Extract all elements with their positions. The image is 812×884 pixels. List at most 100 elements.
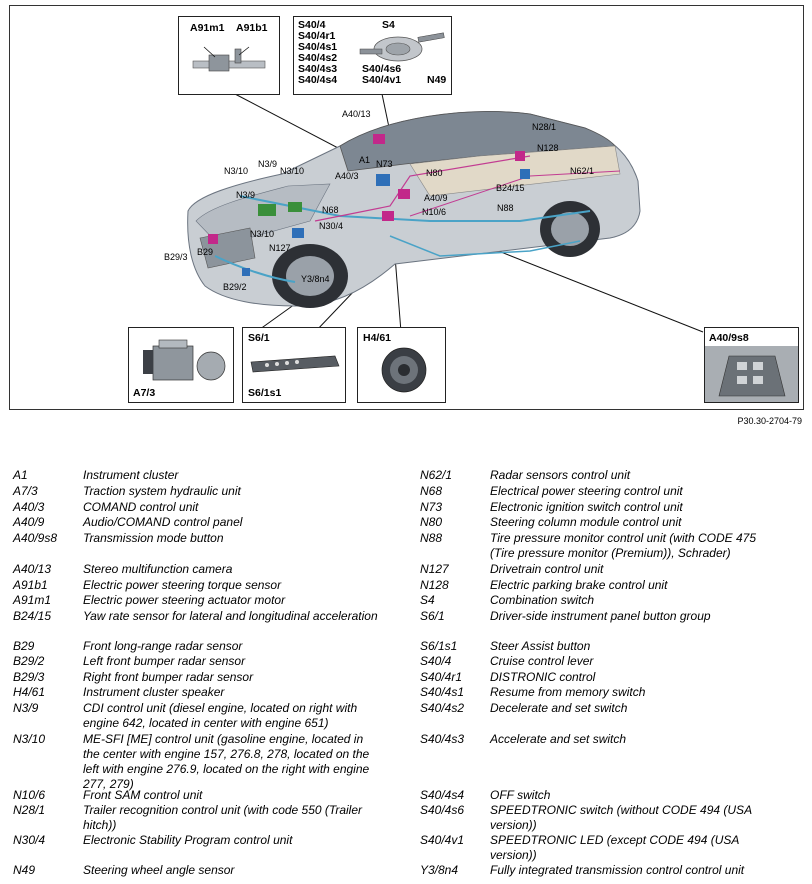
legend-description: Instrument cluster — [83, 468, 179, 482]
legend-description: Steering column module control unit — [490, 515, 682, 529]
car-label: N3/9 — [236, 190, 255, 200]
legend-code: N128 — [420, 578, 449, 592]
car-label: Y3/8n4 — [301, 274, 330, 284]
callout-label: S40/4r1 — [298, 30, 336, 42]
callout-label: H4/61 — [363, 332, 392, 344]
callout-label: S40/4s4 — [298, 74, 338, 86]
legend-code: A40/3 — [13, 500, 45, 514]
car-label: A40/3 — [335, 171, 359, 181]
legend-code: N28/1 — [13, 803, 46, 817]
figure-reference: P30.30-2704-79 — [737, 416, 802, 426]
car-label: N128 — [537, 143, 559, 153]
legend-code: A40/9 — [13, 515, 45, 529]
car-label: N62/1 — [570, 166, 594, 176]
legend-code: S40/4 — [420, 654, 452, 668]
legend-code: A40/9s8 — [13, 531, 58, 545]
legend-description: Accelerate and set switch — [490, 732, 627, 746]
legend-description: Traction system hydraulic unit — [83, 484, 241, 498]
legend-code: S40/4s6 — [420, 803, 465, 817]
callout-label: S40/4s3 — [298, 63, 338, 75]
legend-code: N3/10 — [13, 732, 46, 746]
legend-description: Trailer recognition control unit (with c… — [83, 803, 363, 832]
legend-description: SPEEDTRONIC LED (except CODE 494 (USA ve… — [490, 833, 739, 862]
callout-label: S40/4v1 — [362, 74, 402, 86]
car-label: N80 — [426, 168, 443, 178]
legend-description: Cruise control lever — [490, 654, 594, 668]
legend-code: N10/6 — [13, 788, 46, 802]
legend-code: N49 — [13, 863, 36, 877]
callout-steering-rack: A91m1 A91b1 — [178, 16, 280, 95]
legend-code: A40/13 — [13, 562, 52, 576]
car-label: N127 — [269, 243, 291, 253]
callout-label: S40/4s1 — [298, 41, 338, 53]
car-label: N28/1 — [532, 122, 556, 132]
legend-code: A1 — [13, 468, 28, 482]
car-illustration: A40/13 N28/1 N128 A1 N73 N3/9 A40/3 N62/… — [164, 93, 704, 333]
callout-label: S4 — [382, 19, 395, 31]
legend-description: SPEEDTRONIC switch (without CODE 494 (US… — [490, 803, 752, 832]
legend-code: S40/4r1 — [420, 670, 463, 684]
legend-description: Instrument cluster speaker — [83, 685, 225, 699]
legend-code: N80 — [420, 515, 443, 529]
legend-description: ME-SFI [ME] control unit (gasoline engin… — [83, 732, 370, 791]
legend-description: Steering wheel angle sensor — [83, 863, 235, 877]
legend-description: Front SAM control unit — [83, 788, 203, 802]
legend-code: S40/4s1 — [420, 685, 465, 699]
callout-label: S6/1 — [248, 332, 270, 344]
legend-description: Decelerate and set switch — [490, 701, 628, 715]
car-label: A1 — [359, 155, 370, 165]
legend-code: N3/9 — [13, 701, 39, 715]
legend-description: Resume from memory switch — [490, 685, 646, 699]
car-label: N3/10 — [224, 166, 248, 176]
legend-description: Yaw rate sensor for lateral and longitud… — [83, 609, 378, 623]
legend-code: N127 — [420, 562, 449, 576]
callout-shifter: A40/9s8 — [704, 327, 799, 403]
car-label: B29/2 — [223, 282, 247, 292]
legend-code: H4/61 — [13, 685, 46, 699]
legend-description: DISTRONIC control — [490, 670, 596, 684]
legend-description: OFF switch — [490, 788, 551, 802]
callout-label: S6/1s1 — [248, 387, 282, 399]
hydraulic-unit-graphic — [143, 339, 226, 381]
legend-description: Tire pressure monitor control unit (with… — [490, 531, 756, 560]
component-location-figure: A40/13 N28/1 N128 A1 N73 N3/9 A40/3 N62/… — [9, 5, 804, 410]
legend-code: B24/15 — [13, 609, 52, 623]
legend-code: B29/3 — [13, 670, 45, 684]
callout-label: A91m1 — [190, 22, 225, 34]
legend-description: Audio/COMAND control panel — [83, 515, 243, 529]
legend-code: N68 — [420, 484, 443, 498]
car-body — [187, 111, 641, 308]
legend-description: Electric power steering actuator motor — [83, 593, 286, 607]
callout-label: N49 — [427, 74, 447, 86]
legend-description: Transmission mode button — [83, 531, 224, 545]
legend-description: Front long-range radar sensor — [83, 639, 243, 653]
car-label: A40/13 — [342, 109, 371, 119]
car-label: N68 — [322, 205, 339, 215]
car-label: N10/6 — [422, 207, 446, 217]
legend-description: Drivetrain control unit — [490, 562, 604, 576]
legend-code: N62/1 — [420, 468, 453, 482]
legend-code: S4 — [420, 593, 435, 607]
steering-column-switch-graphic — [359, 32, 445, 62]
legend-description: Electric parking brake control unit — [490, 578, 668, 592]
legend-description: Combination switch — [490, 593, 595, 607]
legend-code: A91b1 — [13, 578, 48, 592]
legend-code: S40/4s3 — [420, 732, 465, 746]
legend-code: Y3/8n4 — [420, 863, 459, 877]
callout-label: S40/4s6 — [362, 63, 402, 75]
legend-code: S6/1 — [420, 609, 445, 623]
legend-description: Right front bumper radar sensor — [83, 670, 254, 684]
callout-label: S40/4s2 — [298, 52, 338, 64]
steering-rack-graphic — [192, 46, 266, 72]
car-label: N30/4 — [319, 221, 343, 231]
legend-description: Electronic Stability Program control uni… — [83, 833, 293, 847]
callout-switch-group: S6/1 S6/1s1 — [242, 327, 346, 403]
legend-description: Electronic ignition switch control unit — [490, 500, 683, 514]
legend-code: S6/1s1 — [420, 639, 458, 653]
callout-hydraulic-unit: A7/3 — [128, 327, 234, 403]
legend-code: B29 — [13, 639, 35, 653]
legend-description: Steer Assist button — [490, 639, 591, 653]
callout-speaker: H4/61 — [357, 327, 446, 403]
legend-description: COMAND control unit — [83, 500, 199, 514]
legend-code: N73 — [420, 500, 443, 514]
